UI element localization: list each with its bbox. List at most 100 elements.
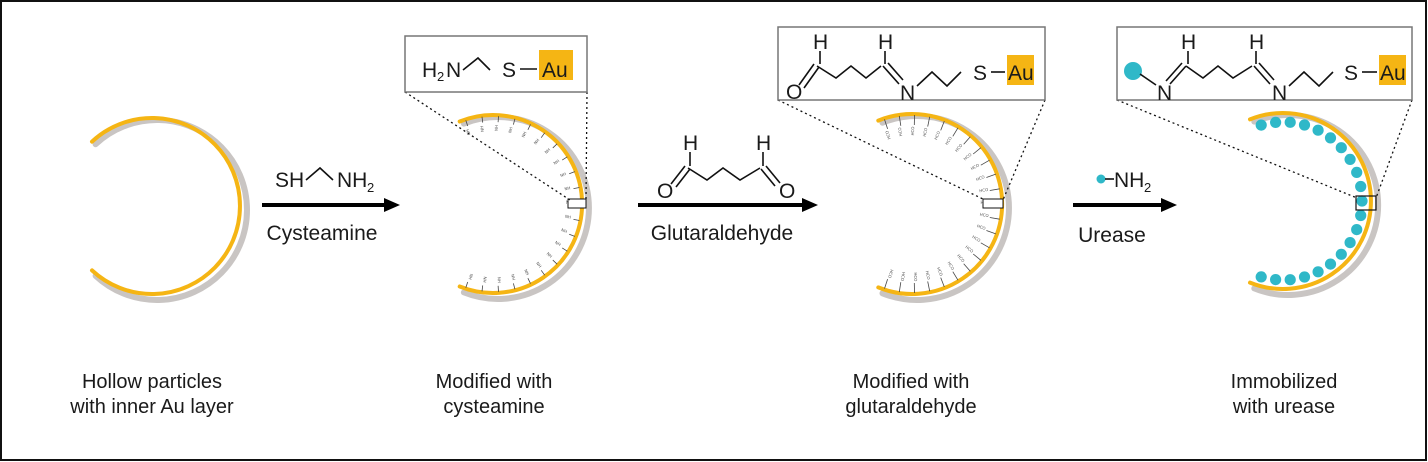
- ligand-bond: [561, 156, 568, 161]
- inset-h2: H: [1249, 31, 1264, 54]
- urease-dot: [1312, 266, 1324, 278]
- inset-h1: H: [1181, 31, 1196, 54]
- urease-dot: [1335, 248, 1347, 260]
- urease-dot: [1355, 209, 1367, 222]
- arrow-head: [1161, 198, 1177, 212]
- ligand-label: HCO: [884, 130, 892, 140]
- ligand-bond: [952, 127, 959, 137]
- zoom-box: [567, 198, 587, 209]
- alkyl-chain: [687, 167, 761, 181]
- ligand-label: HCO: [963, 152, 973, 162]
- inset-au: Au: [1008, 62, 1034, 85]
- ligand-label: NH: [561, 227, 568, 234]
- ligand-label: NH: [482, 276, 488, 283]
- urease-dot: [1255, 119, 1267, 131]
- au-highlight: [539, 50, 573, 80]
- ligand-label: NH: [535, 261, 543, 269]
- ligand-bond: [561, 247, 568, 252]
- ligand-bond: [513, 118, 516, 125]
- ligand-bond: [481, 116, 484, 123]
- urease-dot: [1356, 195, 1368, 207]
- ligand-label: NH: [510, 274, 516, 281]
- ligand-bond: [465, 281, 469, 288]
- ligand-label: HCO: [954, 143, 964, 153]
- step-urease: NH 2 Urease: [1073, 169, 1177, 247]
- ligand-label: HCO: [975, 174, 985, 182]
- ligand-label: NH: [521, 131, 528, 139]
- ligand-label: HCO: [971, 234, 981, 243]
- inset-urease: N H H N S Au: [1116, 26, 1413, 105]
- ligand-label: HCO: [897, 127, 903, 137]
- zoom-box: [982, 198, 1004, 209]
- alkyl-chain: [462, 56, 491, 71]
- ligand-label: NH: [523, 268, 530, 276]
- urease-dot: [1284, 274, 1296, 286]
- ligand-label: HCO: [944, 136, 953, 146]
- zoom-lines: [404, 91, 1413, 201]
- urease-dot: [1270, 116, 1282, 128]
- au-highlight: [1007, 55, 1034, 85]
- formula-sh: SH: [275, 169, 304, 192]
- ligand-label: NH: [553, 158, 561, 165]
- au-highlight: [1379, 55, 1406, 85]
- urease-dot: [1324, 132, 1337, 144]
- caption-1: Hollow particles with inner Au layer: [69, 371, 234, 418]
- ligand-label: NH: [465, 129, 472, 136]
- ligand-bond: [989, 217, 1000, 220]
- ligand-bond: [884, 278, 888, 289]
- inset-n2: N: [1272, 82, 1287, 105]
- gold-layer: [90, 116, 242, 296]
- ligand-bond: [963, 136, 971, 145]
- inset-n: N: [446, 59, 461, 82]
- ligand-bond: [884, 119, 888, 130]
- inset-box: [1116, 26, 1413, 101]
- urease-dot: [1351, 224, 1363, 236]
- ligand-label: HCO: [910, 126, 915, 135]
- reagent-label: Cysteamine: [267, 222, 378, 245]
- inset-sub: 2: [437, 69, 444, 84]
- alkyl-chain: [305, 166, 334, 181]
- ligand-label: NH: [479, 125, 485, 132]
- ligand-label: HCO: [913, 272, 918, 281]
- urease-icon: [1124, 62, 1142, 80]
- ligand-bond: [963, 263, 971, 272]
- ligand-bond: [927, 116, 931, 127]
- zoom-box: [1355, 195, 1377, 211]
- caption-line: Immobilized: [1231, 371, 1338, 393]
- caption-3: Modified with glutaraldehyde: [845, 371, 976, 418]
- ligand-bond: [552, 259, 558, 265]
- ligand-label: HCO: [979, 212, 989, 218]
- formula-h1: H: [683, 132, 698, 155]
- ligand-label: HCO: [887, 269, 895, 279]
- formula-h2: H: [756, 132, 771, 155]
- inset-s: S: [973, 62, 987, 85]
- formula-nh: NH: [1114, 169, 1144, 192]
- ligand-bond: [940, 120, 945, 131]
- ligand-bond: [927, 281, 931, 292]
- ligand-label: NH: [564, 185, 571, 191]
- inset-au: Au: [1380, 62, 1406, 85]
- caption-line: Modified with: [853, 371, 970, 393]
- ligand-bond: [986, 230, 996, 235]
- formula-sub: 2: [367, 180, 374, 195]
- urease-dot: [1344, 237, 1356, 249]
- formula-o2: O: [779, 180, 795, 203]
- ligand-label: NH: [497, 277, 502, 283]
- ligand-label: HCO: [947, 261, 956, 271]
- caption-4: Immobilized with urease: [1231, 371, 1338, 418]
- ligand-bond: [465, 120, 469, 127]
- ligand-bond: [952, 271, 959, 281]
- ligand-label: NH: [543, 147, 551, 155]
- ligand-bond: [573, 219, 580, 221]
- inset-s: S: [1344, 62, 1358, 85]
- ligand-bond: [986, 173, 996, 178]
- arrow-head: [384, 198, 400, 212]
- ligand-bond: [980, 242, 990, 249]
- inset-h2: H: [878, 31, 893, 54]
